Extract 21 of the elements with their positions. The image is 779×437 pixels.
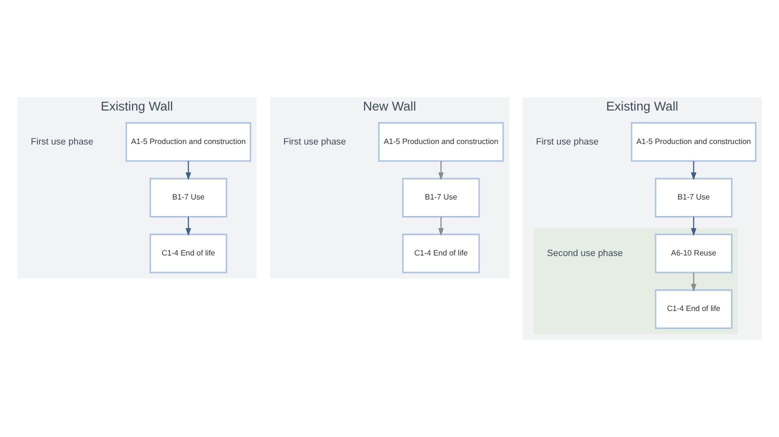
node-box: B1-7 Use xyxy=(150,178,228,218)
node-box: A1-5 Production and construction xyxy=(126,122,252,162)
arrow xyxy=(438,161,444,180)
node-box: C1-4 End of life xyxy=(150,234,228,274)
node-label: First use phase xyxy=(536,136,599,146)
arrow xyxy=(690,272,696,292)
node-label: Second use phase xyxy=(547,248,623,258)
node-box: C1-4 End of life xyxy=(654,289,732,329)
arrow xyxy=(186,216,192,236)
node-box: A1-5 Production and construction xyxy=(630,122,756,162)
node-box: B1-7 Use xyxy=(654,178,732,218)
arrow xyxy=(690,216,696,236)
node-box: A1-5 Production and construction xyxy=(378,122,504,162)
node-box: C1-4 End of life xyxy=(402,234,480,274)
arrow xyxy=(438,216,444,236)
node-label: First use phase xyxy=(30,136,94,146)
arrow xyxy=(690,161,696,180)
node-label: First use phase xyxy=(283,136,346,146)
node-box: A6-10 Reuse xyxy=(654,234,732,274)
node-box: B1-7 Use xyxy=(402,178,480,218)
arrow xyxy=(186,161,192,180)
